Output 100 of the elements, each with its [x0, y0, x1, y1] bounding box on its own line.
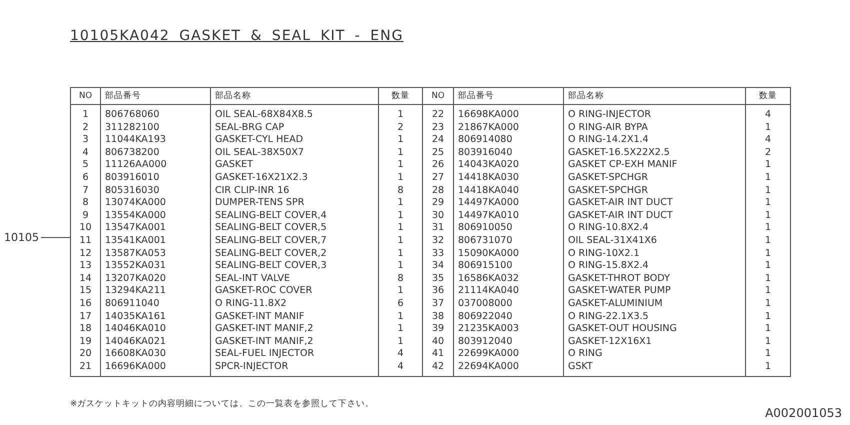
row-number: 40 [422, 336, 454, 348]
quantity: 1 [746, 323, 790, 336]
title: 10105KA042 GASKET & SEAL KIT - ENG [70, 28, 404, 44]
part-number: 13294KA211 [100, 285, 210, 298]
quantity: 1 [378, 172, 422, 185]
part-name: O RING-10X2.1 [564, 248, 746, 260]
row-number: 31 [422, 222, 454, 235]
part-name: GASKET-SPCHGR [564, 184, 746, 198]
part-name: CIR CLIP-INR 16 [210, 184, 378, 198]
part-name: GASKET-16.5X22X2.5 [564, 146, 746, 160]
quantity: 4 [378, 348, 422, 361]
row-number: 32 [422, 234, 454, 248]
part-number: 806731070 [454, 234, 564, 248]
row-number: 15 [70, 285, 100, 298]
row-number: 36 [422, 285, 454, 298]
part-name: O RING-10.8X2.4 [564, 222, 746, 235]
part-number: 15090KA000 [454, 248, 564, 260]
row-number: 16 [70, 298, 100, 310]
part-name: O RING-INJECTOR [564, 104, 746, 122]
quantity: 1 [746, 360, 790, 377]
row-number: 34 [422, 260, 454, 273]
quantity: 1 [378, 159, 422, 172]
part-number: 806914080 [454, 134, 564, 147]
quantity: 8 [378, 272, 422, 286]
part-number: 16698KA000 [454, 104, 564, 122]
quantity: 1 [746, 348, 790, 361]
column-header: 部品番号 [454, 88, 564, 104]
quantity: 1 [746, 260, 790, 273]
part-number: 14418KA040 [454, 184, 564, 198]
row-number: 1 [70, 104, 100, 122]
row-number: 11 [70, 234, 100, 248]
part-number: 11126AA000 [100, 159, 210, 172]
part-name: SEAL-BRG CAP [210, 122, 378, 134]
part-name: GASKET CP-EXH MANIF [564, 159, 746, 172]
part-name: GASKET-INT MANIF [210, 310, 378, 324]
column-header: NO [422, 88, 454, 104]
quantity: 2 [746, 146, 790, 160]
part-number: 11044KA193 [100, 134, 210, 147]
part-number: 805316030 [100, 184, 210, 198]
footnote: ※ガスケットキットの内容明細については、この一覧表を参照して下さい。 [70, 398, 374, 410]
quantity: 4 [746, 134, 790, 147]
row-number: 41 [422, 348, 454, 361]
part-number: 14497KA000 [454, 197, 564, 210]
part-number: 22699KA000 [454, 348, 564, 361]
quantity: 1 [746, 222, 790, 235]
row-number: 38 [422, 310, 454, 324]
part-number: 806738200 [100, 146, 210, 160]
quantity: 1 [746, 210, 790, 222]
part-number: 806922040 [454, 310, 564, 324]
part-number: 806911040 [100, 298, 210, 310]
quantity: 1 [746, 172, 790, 185]
column-header: NO [70, 88, 100, 104]
column-header: 数量 [378, 88, 422, 104]
part-name: GASKET-12X16X1 [564, 336, 746, 348]
quantity: 1 [378, 146, 422, 160]
row-number: 39 [422, 323, 454, 336]
quantity: 1 [746, 272, 790, 286]
part-number: 803916010 [100, 172, 210, 185]
row-number: 26 [422, 159, 454, 172]
part-name: O RING [564, 348, 746, 361]
row-number: 6 [70, 172, 100, 185]
part-number: 14035KA161 [100, 310, 210, 324]
quantity: 1 [378, 234, 422, 248]
part-name: SPCR-INJECTOR [210, 360, 378, 377]
part-number: 13552KA031 [100, 260, 210, 273]
part-name: GSKT [564, 360, 746, 377]
quantity: 1 [746, 336, 790, 348]
part-name: GASKET-16X21X2.3 [210, 172, 378, 185]
row-number: 7 [70, 184, 100, 198]
row-number: 5 [70, 159, 100, 172]
part-number: 21114KA040 [454, 285, 564, 298]
quantity: 1 [378, 104, 422, 122]
reference-code: A002001053 [765, 406, 842, 420]
part-number: 16586KA032 [454, 272, 564, 286]
quantity: 1 [746, 122, 790, 134]
column-header: 部品名称 [564, 88, 746, 104]
column-header: 部品名称 [210, 88, 378, 104]
row-number: 33 [422, 248, 454, 260]
part-number: 13207KA020 [100, 272, 210, 286]
row-number: 13 [70, 260, 100, 273]
part-name: O RING-22.1X3.5 [564, 310, 746, 324]
part-name: SEALING-BELT COVER,2 [210, 248, 378, 260]
row-number: 27 [422, 172, 454, 185]
quantity: 4 [746, 104, 790, 122]
row-number: 8 [70, 197, 100, 210]
part-name: GASKET-INT MANIF,2 [210, 323, 378, 336]
row-number: 20 [70, 348, 100, 361]
row-number: 23 [422, 122, 454, 134]
quantity: 1 [746, 184, 790, 198]
row-number: 17 [70, 310, 100, 324]
row-number: 42 [422, 360, 454, 377]
part-name: O RING-11.8X2 [210, 298, 378, 310]
row-number: 12 [70, 248, 100, 260]
quantity: 6 [378, 298, 422, 310]
row-number: 10 [70, 222, 100, 235]
quantity: 2 [378, 122, 422, 134]
row-number: 19 [70, 336, 100, 348]
part-number: 806768060 [100, 104, 210, 122]
row-number: 2 [70, 122, 100, 134]
part-name: GASKET-WATER PUMP [564, 285, 746, 298]
